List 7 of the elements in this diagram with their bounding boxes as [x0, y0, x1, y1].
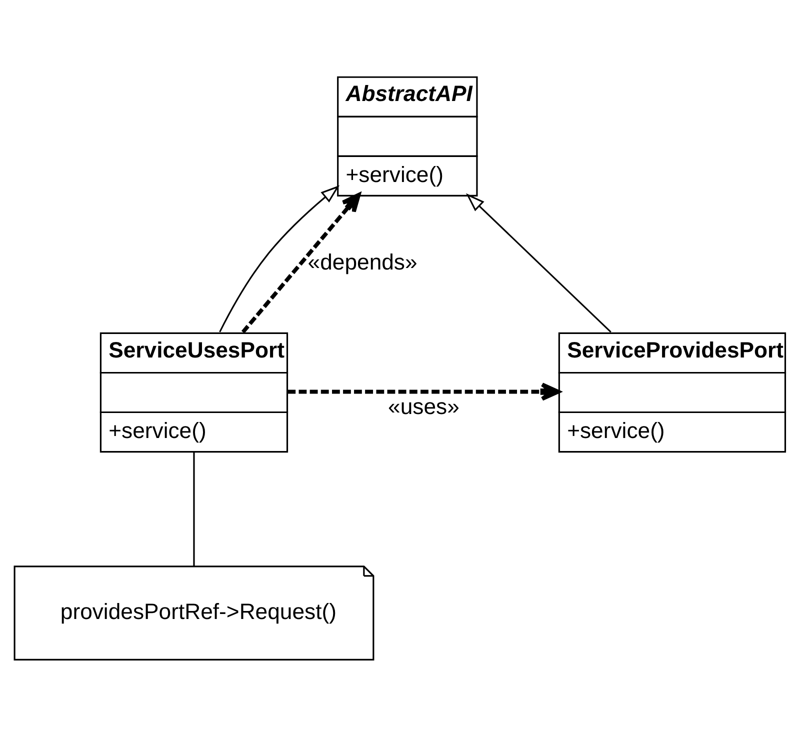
arrow — [288, 382, 560, 400]
arrow — [219, 184, 340, 332]
edge-label: «depends» — [308, 249, 418, 274]
edge-label: «uses» — [388, 394, 460, 419]
arrow — [466, 192, 612, 332]
connector — [193, 450, 195, 566]
arrow — [241, 192, 361, 333]
